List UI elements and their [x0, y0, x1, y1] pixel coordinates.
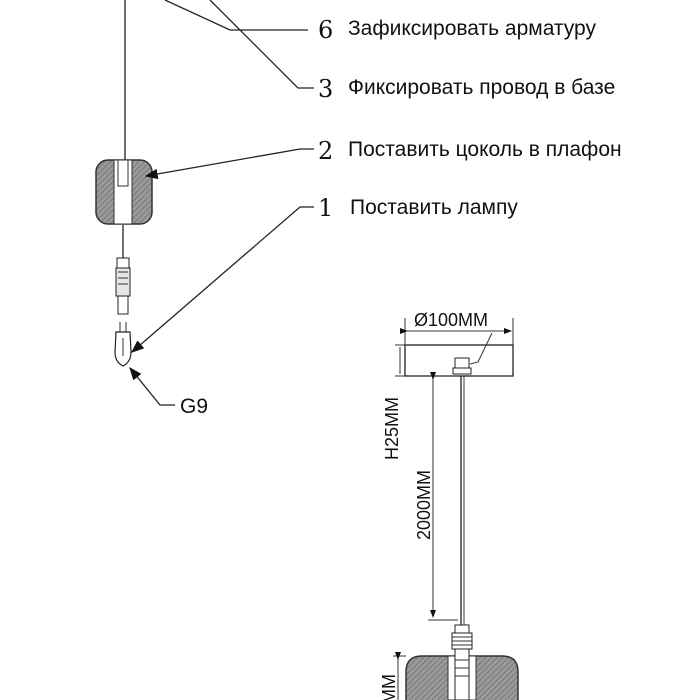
socket-callout: G9 — [129, 366, 208, 418]
g9-bulb — [114, 322, 132, 367]
base-height-label: H25MM — [382, 397, 402, 460]
step-callout-3: 3 Фиксировать провод в базе — [209, 0, 615, 103]
lamp-socket — [115, 257, 131, 315]
svg-text:6: 6 — [318, 16, 333, 44]
svg-text:Поставить цоколь в плафон: Поставить цоколь в плафон — [348, 138, 622, 161]
svg-text:2: 2 — [318, 137, 333, 165]
step-callout-2: 2 Поставить цоколь в плафон — [144, 137, 622, 180]
svg-text:1: 1 — [318, 194, 333, 222]
svg-text:Фиксировать провод в базе: Фиксировать провод в базе — [348, 76, 615, 99]
step-callout-6: 6 Зафиксировать арматуру — [164, 0, 596, 44]
shade-height-label: MM — [379, 674, 399, 700]
step-callout-1: 1 Поставить лампу — [131, 194, 518, 353]
svg-text:G9: G9 — [180, 395, 208, 418]
svg-text:3: 3 — [318, 75, 333, 103]
exploded-view — [95, 0, 153, 367]
svg-text:Зафиксировать арматуру: Зафиксировать арматуру — [348, 17, 596, 40]
dimension-drawing: Ø100MM H25MM 2000MM — [379, 310, 519, 700]
shade-side-view — [405, 648, 519, 700]
cable-length-label: 2000MM — [414, 470, 434, 540]
svg-text:Поставить лампу: Поставить лампу — [350, 196, 518, 219]
lamp-shade — [95, 159, 153, 225]
diameter-label: Ø100MM — [414, 310, 488, 330]
